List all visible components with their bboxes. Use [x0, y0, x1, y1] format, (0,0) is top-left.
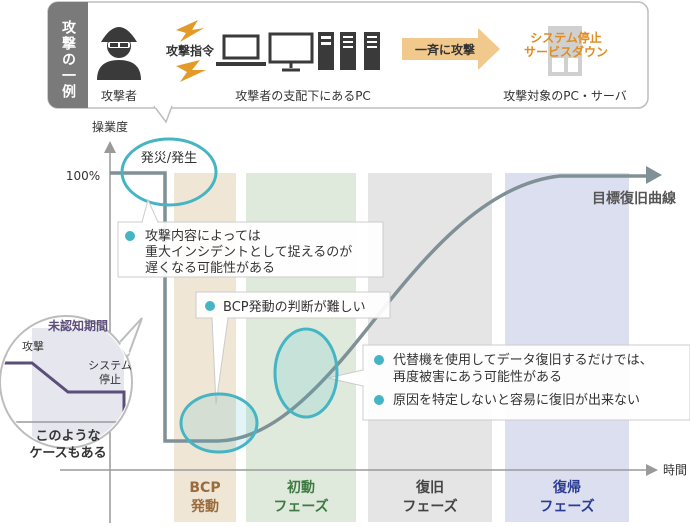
desktop-monitor-icon	[268, 32, 314, 72]
phase-label-return-1: 復帰	[552, 479, 581, 496]
controlled-pcs-label: 攻撃者の支配下にあるPC	[235, 88, 371, 103]
server-icon-2	[364, 32, 380, 70]
phase-label-return-2: フェーズ	[539, 498, 594, 515]
callout-2-line-1: BCP発動の判断が難しい	[223, 300, 366, 315]
bcp-ellipse	[179, 392, 259, 454]
outage-label-line2: サービスダウン	[524, 44, 608, 59]
server-icon-1	[340, 32, 356, 70]
y-axis-label: 操業度	[92, 119, 128, 134]
callout-1-bullet	[125, 231, 135, 241]
attack-example-side-label: 攻撃の一例	[60, 19, 76, 100]
callout-1	[117, 198, 384, 278]
callout-3a-line-1: 代替機を使用してデータ復旧するだけでは、	[393, 352, 653, 368]
x-axis-label: 時間	[663, 463, 687, 477]
unknown-case-label-1: このような	[35, 429, 100, 444]
unknown-period-title: 未認知期間	[47, 318, 108, 333]
phase-label-bcp-1: BCP	[189, 480, 220, 496]
attacker-icon	[97, 27, 141, 80]
hundred-percent-label: 100%	[66, 169, 100, 183]
occurrence-label: 発災/発生	[141, 151, 197, 166]
callout-2	[195, 291, 391, 405]
simultaneous-attack-label: 一斉に攻撃	[415, 42, 475, 57]
attacker-label: 攻撃者	[101, 88, 137, 103]
callout-3b-line-1: 原因を特定しないと容易に復旧が出来ない	[393, 392, 640, 408]
callout-1-line-2: 重大インシデントとして捉えるのが	[145, 244, 352, 260]
phase-label-bcp-2: 発動	[190, 498, 219, 515]
outage-label-line1: システム停止	[530, 30, 602, 45]
curve-arrowhead	[646, 166, 662, 184]
callout-3a-line-2: 再度被害にあう可能性がある	[393, 369, 562, 385]
callout-3b-bullet	[374, 395, 384, 405]
simultaneous-attack-arrow	[402, 28, 500, 70]
laptop-icon	[216, 34, 266, 66]
phase-label-recovery-2: フェーズ	[402, 498, 457, 515]
curve-label: 目標復旧曲線	[592, 190, 676, 207]
target-recovery-curve	[110, 171, 650, 443]
unknown-stop-label-2: 停止	[99, 372, 121, 386]
unknown-stop-label-1: システム	[88, 359, 132, 372]
unknown-attack-label: 攻撃	[22, 339, 44, 353]
initial-phase-ellipse	[273, 327, 339, 419]
target-server-icon	[548, 26, 582, 76]
occurrence-ellipse	[120, 137, 218, 207]
unknown-case-label-2: ケースもある	[29, 446, 106, 461]
callout-1-line-1: 攻撃内容によっては	[145, 228, 261, 244]
callout-2-bullet	[205, 301, 215, 311]
phase-label-recovery-1: 復旧	[415, 479, 444, 496]
lightning-icon-bottom	[176, 60, 206, 82]
pc-tower-icon	[318, 32, 334, 70]
phase-label-initial-2: フェーズ	[273, 498, 328, 515]
callout-1-line-3: 遅くなる可能性がある	[145, 261, 275, 276]
unknown-period-zoom	[0, 315, 143, 449]
phase-label-initial-1: 初動	[287, 479, 315, 496]
target-label: 攻撃対象のPC・サーバ	[503, 88, 627, 103]
callout-3a-bullet	[374, 355, 384, 365]
attack-command-label: 攻撃指令	[166, 43, 215, 58]
lightning-icon-top	[176, 20, 204, 42]
callout-3	[327, 344, 690, 421]
